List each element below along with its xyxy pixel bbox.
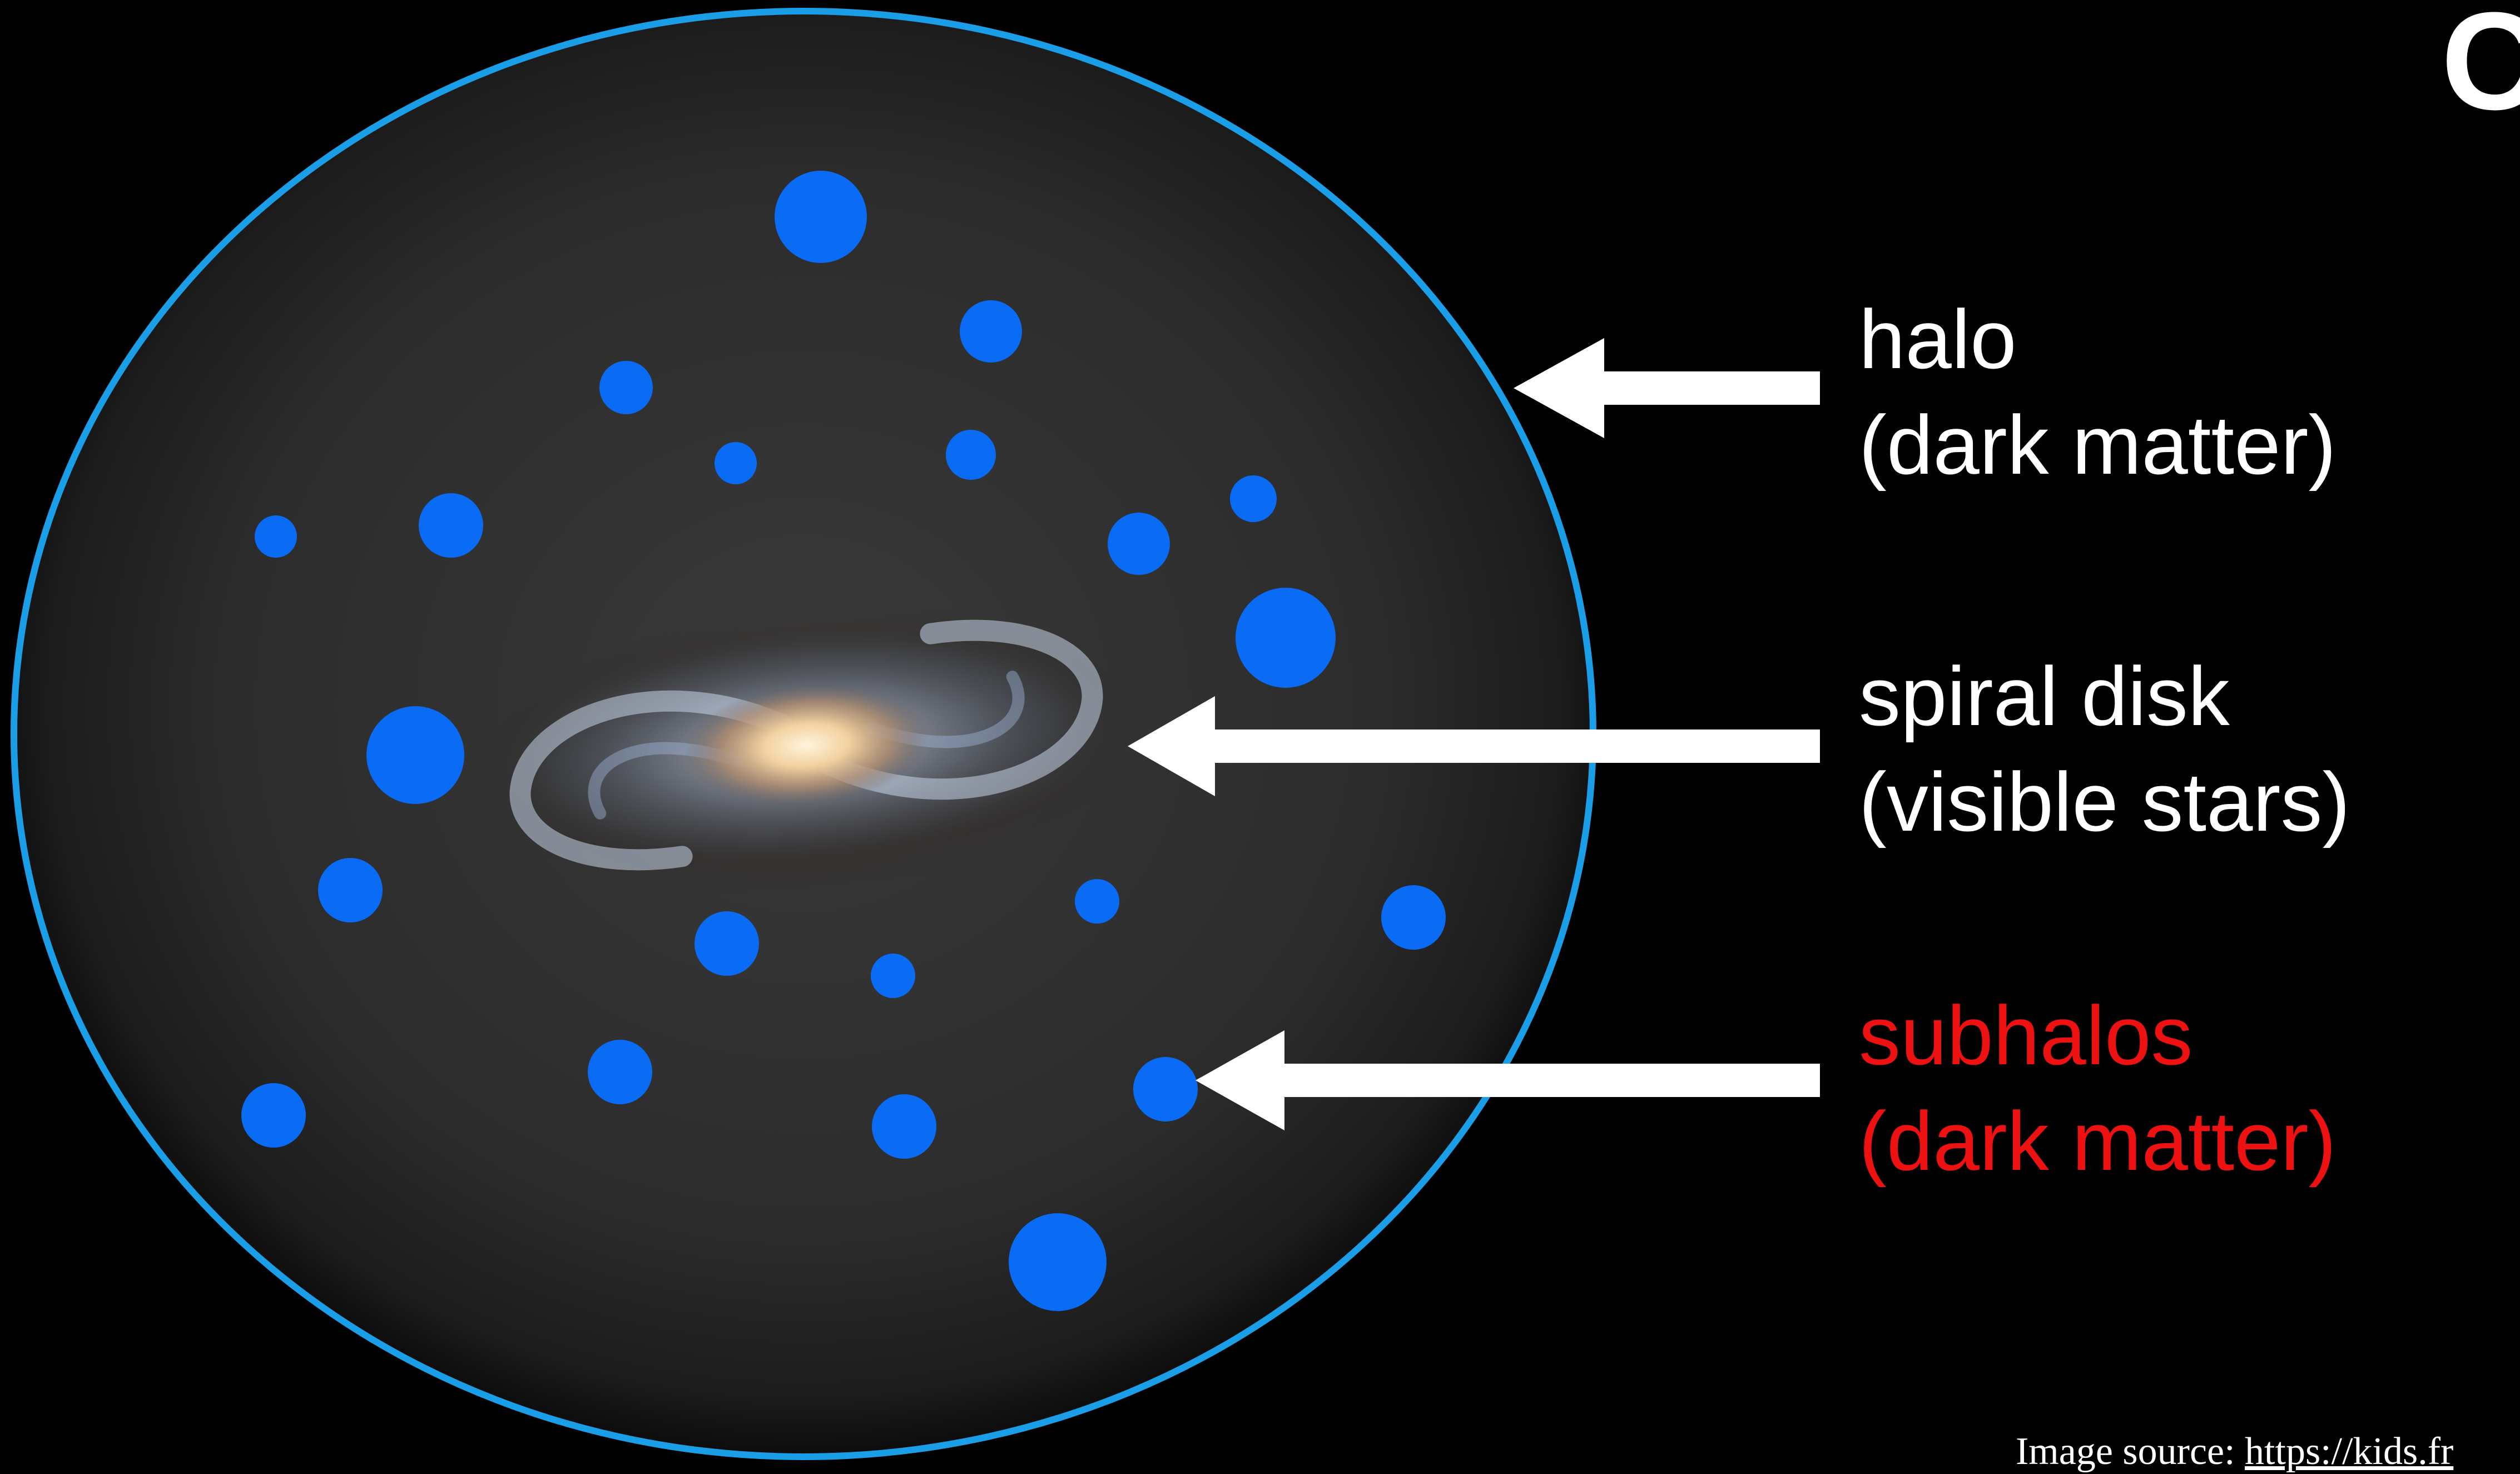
subhalos-label-line2: (dark matter) (1859, 1094, 2337, 1188)
subhalo (419, 493, 483, 558)
subhalo (1236, 588, 1336, 688)
subhalo (946, 430, 996, 480)
subhalo (1009, 1213, 1107, 1311)
subhalo (871, 954, 915, 998)
subhalo (241, 1083, 306, 1148)
subhalo (599, 361, 653, 414)
subhalo (588, 1040, 652, 1104)
subhalos-arrow (1195, 1030, 1820, 1130)
subhalo (1075, 879, 1119, 924)
subhalos-label: subhalos (dark matter) (1859, 982, 2336, 1194)
subhalo (366, 706, 464, 804)
subhalo (318, 858, 383, 922)
image-source-prefix: Image source: (2016, 1430, 2245, 1473)
galaxy-core (684, 683, 929, 807)
subhalo (1381, 885, 1446, 950)
image-source-link[interactable]: https://kids.fr (2245, 1430, 2454, 1473)
subhalo (1133, 1057, 1198, 1121)
spiral-disk-label-line2: (visible stars) (1859, 755, 2350, 848)
halo-label-line2: (dark matter) (1859, 398, 2337, 492)
halo-label-line1: halo (1859, 292, 2017, 386)
spiral-galaxy (474, 603, 1140, 898)
spiral-disk-label-line1: spiral disk (1859, 649, 2230, 743)
galaxy-spiral-arm (509, 690, 793, 871)
subhalo (960, 300, 1022, 363)
image-source-caption: Image source: https://kids.fr (2016, 1428, 2453, 1474)
subhalos (241, 171, 1446, 1311)
title-fragment: C (2441, 0, 2520, 138)
subhalo (775, 171, 867, 263)
subhalo (872, 1094, 936, 1159)
halo-label: halo (dark matter) (1859, 286, 2336, 498)
subhalo (255, 515, 297, 558)
subhalo (1108, 513, 1170, 575)
subhalo (715, 442, 757, 484)
halo-arrow (1514, 338, 1820, 438)
spiral-disk-label: spiral disk (visible stars) (1859, 643, 2350, 855)
subhalos-label-line1: subhalos (1859, 989, 2193, 1082)
galaxy-spiral-arm (820, 619, 1103, 800)
subhalo (1230, 475, 1277, 522)
subhalo (695, 911, 759, 976)
spiral-disk-arrow (1128, 696, 1820, 796)
